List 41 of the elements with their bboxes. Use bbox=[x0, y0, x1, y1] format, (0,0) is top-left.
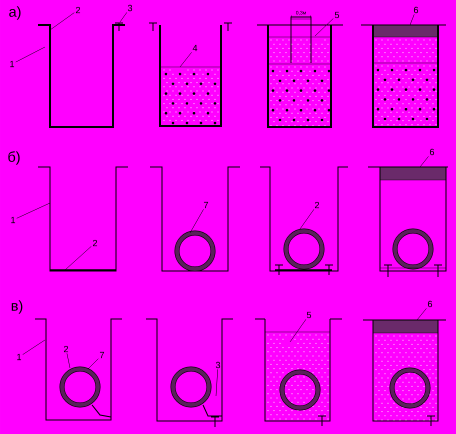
leader-line bbox=[290, 319, 306, 342]
trench-drawing bbox=[360, 24, 446, 128]
leader-line bbox=[190, 209, 204, 234]
callout-number: 5 bbox=[306, 312, 312, 318]
trench-drawing bbox=[150, 166, 240, 272]
callout-number: 2 bbox=[76, 6, 80, 14]
leader-line bbox=[64, 246, 92, 270]
leader-line bbox=[314, 18, 334, 36]
trench-drawing bbox=[148, 22, 232, 127]
callout-number: 5 bbox=[334, 12, 340, 18]
leader-line bbox=[420, 156, 429, 168]
callout-number: 1 bbox=[10, 60, 14, 68]
leader-line bbox=[416, 308, 427, 320]
leader-line bbox=[22, 340, 46, 355]
panel-label: б) bbox=[8, 151, 20, 165]
callout-number: 6 bbox=[430, 148, 434, 156]
leader-line bbox=[120, 12, 128, 22]
trench-drawing bbox=[260, 166, 348, 276]
callout-number: 1 bbox=[11, 216, 16, 224]
leader-line bbox=[66, 353, 70, 368]
leader-line bbox=[300, 209, 314, 230]
leader-line bbox=[16, 202, 50, 219]
trench-drawing bbox=[368, 166, 448, 278]
leader-line bbox=[15, 46, 46, 62]
trench-drawing bbox=[362, 320, 446, 426]
callout-number: 6 bbox=[428, 300, 432, 308]
callout-number: 3 bbox=[128, 4, 132, 12]
trench-drawing bbox=[254, 318, 342, 426]
leader-line bbox=[50, 12, 75, 30]
trench-drawing bbox=[256, 16, 344, 128]
panel-label: в) bbox=[12, 300, 22, 314]
trench-drawing bbox=[34, 318, 122, 420]
callout-number: 6 bbox=[414, 6, 418, 14]
callout-number: 1 bbox=[17, 354, 22, 360]
panel-label: а) bbox=[9, 6, 21, 20]
trench-drawing bbox=[146, 318, 234, 428]
leader-line bbox=[410, 14, 414, 26]
leader-line bbox=[88, 358, 99, 370]
leader-line bbox=[180, 52, 192, 68]
trench-drawing bbox=[38, 22, 125, 128]
trench-drawing bbox=[38, 166, 128, 272]
